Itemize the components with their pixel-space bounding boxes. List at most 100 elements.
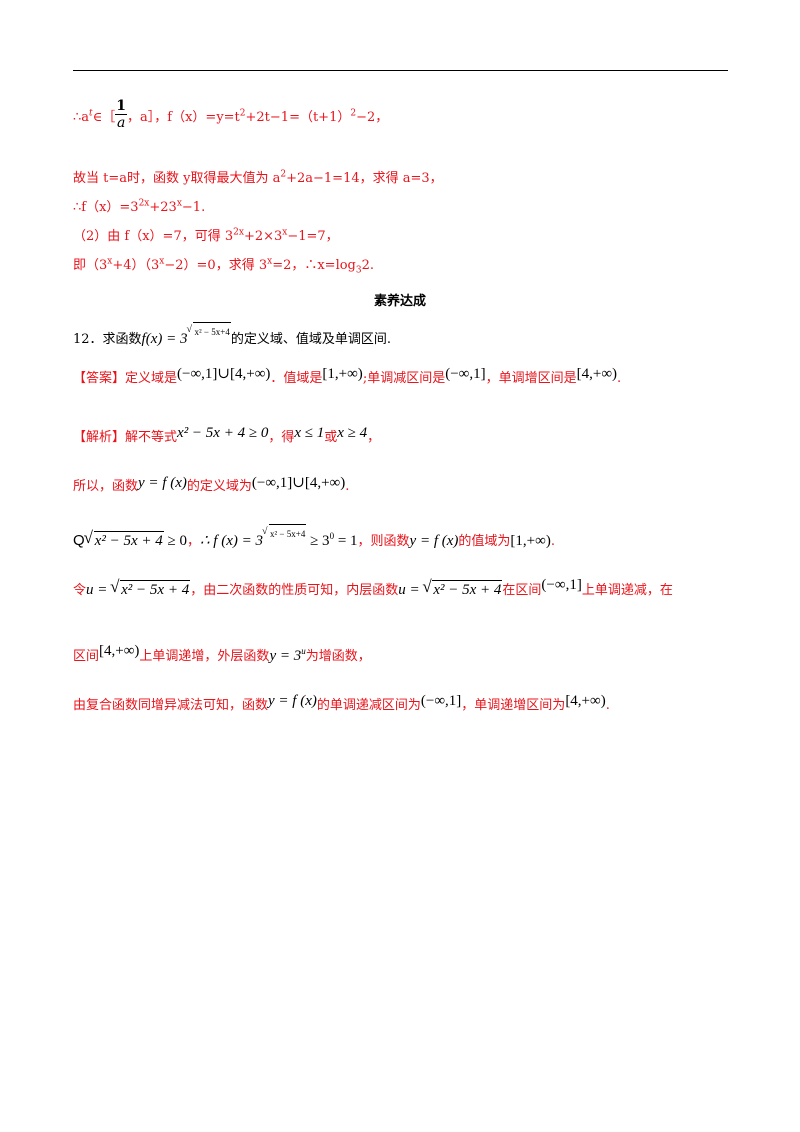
analysis-tag: 【解析】 [73,430,126,445]
text: ，a］，f（x）=y=t [127,110,240,125]
text: 的定义域、值域及单调区间. [230,332,391,347]
math: x ≤ 1 [294,425,325,441]
text: . [605,698,610,713]
answer-tag: 【答案】 [73,371,126,386]
math-outer: y = 3u [269,647,305,665]
text: ， [186,534,200,549]
text: ;单调减区间是 [362,371,446,386]
text: . [345,479,350,494]
solution-line-3: ∴f（x）=32x+23x−1. [73,199,205,217]
text: +2a−1=14，求得 a=3， [286,171,443,186]
math-text: = 1 [334,533,358,549]
answer-line: 【答案】定义域是(−∞,1]∪[4,+∞)．值域是[1,+∞);单调减区间是(−… [73,365,621,388]
math-text: y = 3 [269,648,302,664]
section-heading: 素养达成 [373,294,426,309]
superscript: x [176,198,182,209]
radicand: x² − 5x+4 [268,524,307,543]
math: y = f (x) [268,693,317,709]
math: (−∞,1] [445,366,486,382]
analysis-line-2: 所以，函数y = f (x)的定义域为(−∞,1]∪[4,+∞). [73,474,349,496]
math: x² − 5x + 4 ≥ 0 [177,425,269,441]
math-text: u = [86,582,112,598]
text: 的单调递减区间为 [316,698,421,713]
math-u-def: u = x² − 5x + 4 [86,578,191,599]
superscript: 2x [233,227,244,238]
text: 所以，函数 [73,479,139,494]
sqrt: x² − 5x + 4 [110,578,191,599]
text: 定义域是 [125,371,178,386]
text: −1=7， [287,229,339,244]
question-12: 12．求函数f(x) = 3x² − 5x+4的定义域、值域及单调区间. [73,321,391,349]
text: ．值域是 [270,371,323,386]
superscript: 2 [239,108,246,119]
radicand: x² − 5x + 4 [93,531,164,549]
solution-line-4: （2）由 f（x）=7，可得 32x+2×3x−1=7， [73,228,339,246]
text: 区间 [73,649,100,664]
math: y = f (x) [138,475,187,491]
math-text: f(x) = 3 [141,331,188,347]
superscript: 0 [329,531,335,541]
superscript: x [267,256,273,267]
text: 或 [324,430,338,445]
text: ∈［ [92,110,116,125]
text: ∴f（x）=3 [73,200,139,215]
text: 2. [361,258,375,273]
text: 解不等式 [125,430,178,445]
text: ，单调增区间是 [485,371,577,386]
math: (−∞,1]∪[4,+∞) [177,366,271,382]
text: 的值域为 [458,534,511,549]
math-range: ∴ f (x) = 3x² − 5x+4 ≥ 30 = 1 [200,523,358,549]
math-u-def: u = x² − 5x + 4 [398,578,503,599]
text: =2，∴x=log [272,258,356,273]
text: +2×3 [243,229,283,244]
text: 在区间 [502,583,542,598]
math-text: ≥ 0 [163,533,187,549]
analysis-line-3: Qx² − 5x + 4 ≥ 0，∴ f (x) = 3x² − 5x+4 ≥ … [73,523,555,551]
math-fx: f(x) = 3 x² − 5x+4 [141,321,231,347]
text: 令 [73,583,87,598]
text: ， [367,430,381,445]
text: −2）=0，求得 3 [164,258,268,273]
text: ，得 [268,430,295,445]
math: [4,+∞) [576,366,618,382]
math-text: u = [398,582,424,598]
sqrt: x² − 5x + 4 [422,578,503,599]
header-rule [73,70,728,71]
superscript: x [282,227,288,238]
analysis-line-5: 区间[4,+∞)上单调递增，外层函数y = 3u为增函数， [73,642,371,666]
analysis-line-4: 令u = x² − 5x + 4，由二次函数的性质可知，内层函数u = x² −… [73,576,673,600]
text: 的定义域为 [186,479,252,494]
solution-line-2: 故当 t=a时，函数 y取得最大值为 a2+2a−1=14，求得 a=3， [73,170,443,188]
math: (−∞,1]∪[4,+∞) [251,475,346,491]
sqrt: x² − 5x + 4 [84,529,164,550]
math: (−∞,1] [541,577,582,593]
superscript: 2x [138,198,150,209]
math: [1,+∞) [510,533,551,549]
text: +2t−1=（t+1） [245,110,351,125]
text: 为增函数， [305,649,371,664]
text: 即（3 [73,258,108,273]
superscript: t [89,108,93,119]
solution-line-5: 即（3x+4）（3x−2）=0，求得 3x=2，∴x=log32. [73,257,374,275]
text: （2）由 f（x）=7，可得 3 [73,229,234,244]
superscript: 2 [350,108,357,119]
math: (−∞,1] [420,693,462,709]
math: x ≥ 4 [337,425,368,441]
math: [4,+∞) [99,643,140,659]
fraction-numerator: 1 [115,98,128,115]
text: ∴a [73,110,90,125]
math: [1,+∞) [322,366,363,382]
sqrt: x² − 5x+4 [262,523,307,543]
text: 故当 t=a时，函数 y取得最大值为 a [73,171,281,186]
text: −2， [356,110,389,125]
subscript: 3 [355,265,362,276]
text: . [550,534,555,549]
math-because: Q [73,532,85,549]
radicand: x² − 5x+4 [193,322,231,341]
text: +23 [149,200,177,215]
analysis-line-6: 由复合函数同增异减法可知，函数y = f (x)的单调递减区间为(−∞,1]，单… [73,692,610,715]
math-text: ≥ 3 [306,533,330,549]
text: +4）（3 [112,258,160,273]
text: ，由二次函数的性质可知，内层函数 [190,583,399,598]
